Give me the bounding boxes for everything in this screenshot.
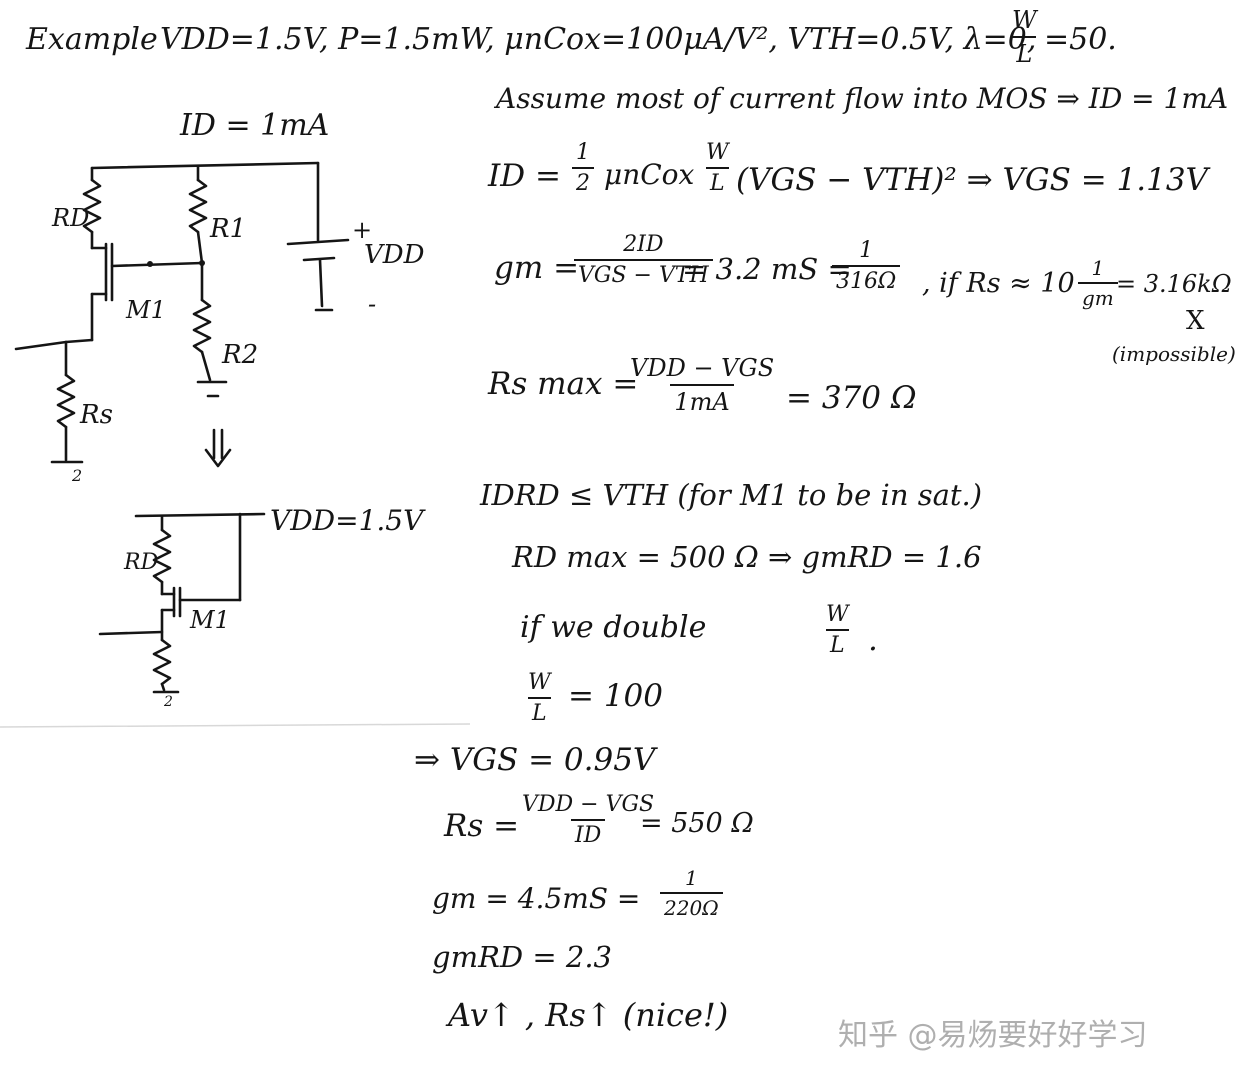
- gm-r-num: 1: [859, 238, 874, 263]
- header-wl-den: L: [1012, 36, 1037, 68]
- c1-rd-label: RD: [52, 204, 90, 232]
- rsmax-den: 1mA: [670, 384, 734, 416]
- header-wl-ratio: W L: [1008, 6, 1041, 68]
- c1-mosfet-m1: [90, 242, 205, 302]
- rsmax-value: = 370 Ω: [786, 380, 917, 416]
- c2-source-resistor: [152, 638, 180, 694]
- rs2-value: = 550 Ω: [640, 808, 754, 839]
- c1-top-rail: [90, 161, 320, 170]
- c2-mosfet-m1: [160, 512, 242, 618]
- c1-rs-resistor: [50, 373, 84, 464]
- id-eq-half-den: 2: [572, 167, 594, 196]
- id-eq-left: ID =: [488, 158, 561, 194]
- idrd-condition: IDRD ≤ VTH (for M1 to be in sat.): [480, 478, 983, 512]
- rsmax-fraction: VDD − VGS 1mA: [626, 354, 778, 416]
- rsmax-num: VDD − VGS: [630, 354, 775, 382]
- wl100-num: W: [528, 670, 551, 695]
- gm-resistance: 1 316Ω: [832, 238, 901, 294]
- rdmax-line: RD max = 500 Ω ⇒ gmRD = 1.6: [512, 540, 982, 574]
- cross-mark: X: [1186, 306, 1205, 336]
- c1-plus-label: +: [352, 216, 373, 244]
- circuit-schematics: [0, 161, 470, 728]
- gmrd-new: gmRD = 2.3: [432, 940, 613, 974]
- gm-den: VGS − VTH: [574, 259, 713, 288]
- gm-if-value: = 3.16kΩ: [1116, 270, 1232, 298]
- wl100-den: L: [528, 697, 551, 726]
- c1-vdd-battery: [286, 161, 350, 312]
- c1-r2-label: R2: [222, 340, 259, 370]
- double-wl-den: L: [826, 629, 849, 658]
- wl100-fraction: W L: [524, 670, 555, 726]
- c1-vdd-label: VDD: [364, 240, 425, 270]
- header-wl-value: =50.: [1044, 22, 1117, 57]
- assume-line: Assume most of current flow into MOS ⇒ I…: [496, 82, 1229, 115]
- c1-r1-resistor: [188, 164, 208, 265]
- example-label: Example: [26, 22, 158, 57]
- rsmax-left: Rs max =: [488, 366, 639, 402]
- id-eq-right: (VGS − VTH)² ⇒ VGS = 1.13V: [736, 162, 1208, 198]
- c2-rd-resistor: [152, 514, 172, 596]
- c2-top-rail: [134, 512, 266, 518]
- circuit-1: [14, 161, 350, 468]
- gm2-left: gm = 4.5mS =: [432, 882, 641, 915]
- c2-rd-label: RD: [124, 550, 159, 575]
- wl100-value: = 100: [568, 678, 663, 714]
- c2-input-node: [98, 608, 164, 642]
- impossible-note: (impossible): [1112, 342, 1236, 366]
- final-conclusion: Av↑ , Rs↑ (nice!): [448, 996, 729, 1034]
- gm-if-fraction: 1 gm: [1078, 256, 1118, 310]
- id-eq-half-num: 1: [576, 140, 590, 165]
- zhihu-watermark: 知乎 @易炀要好好学习: [838, 1018, 1148, 1053]
- c2-ground-label: 2: [164, 694, 173, 710]
- id-eq-wl: W L: [702, 140, 733, 196]
- c1-r1-label: R1: [210, 214, 247, 244]
- rs2-num: VDD − VGS: [522, 792, 655, 817]
- c1-id-label: ID = 1mA: [180, 108, 330, 143]
- id-eq-wl-num: W: [706, 140, 729, 165]
- c1-r2-resistor: [192, 261, 228, 398]
- gm-mid: = 3.2 mS =: [682, 252, 852, 286]
- gm-fraction: 2ID VGS − VTH: [574, 232, 713, 288]
- gm2-num: 1: [685, 866, 698, 890]
- double-wl: W L: [822, 602, 853, 658]
- gm-left: gm =: [494, 250, 580, 286]
- gm-if-num: 1: [1091, 256, 1105, 280]
- c1-minus-label: -: [368, 290, 377, 318]
- c1-m1-label: M1: [126, 296, 166, 324]
- c1-input-node: [14, 338, 94, 377]
- rs2-den: ID: [570, 819, 606, 848]
- gm2-den: 220Ω: [660, 892, 723, 920]
- page-fold-line: [0, 723, 470, 728]
- c1-ground-label: 2: [72, 466, 83, 485]
- header-wl-num: W: [1012, 6, 1037, 34]
- id-eq-mid: μnCox: [604, 158, 695, 191]
- double-wl-num: W: [826, 602, 849, 627]
- id-eq-wl-den: L: [706, 167, 729, 196]
- c1-down-arrow: [204, 428, 232, 468]
- rs2-left: Rs =: [444, 808, 520, 844]
- gm-num: 2ID: [623, 232, 664, 257]
- gm-r-den: 316Ω: [832, 265, 901, 294]
- circuit-2: [98, 512, 266, 694]
- double-dot: .: [868, 622, 878, 658]
- c1-rs-label: Rs: [80, 400, 113, 430]
- double-text: if we double: [520, 610, 707, 645]
- c2-m1-label: M1: [190, 606, 230, 634]
- gm2-fraction: 1 220Ω: [660, 866, 723, 920]
- gm-if-den: gm: [1078, 282, 1118, 310]
- id-eq-half: 1 2: [572, 140, 594, 196]
- gm-if: , if Rs ≈ 10: [922, 268, 1075, 299]
- c1-rd-resistor: [82, 166, 102, 234]
- parameter-list: VDD=1.5V, P=1.5mW, μnCox=100μA/V², VTH=0…: [160, 22, 1037, 57]
- rs2-fraction: VDD − VGS ID: [518, 792, 658, 848]
- vgs-new: ⇒ VGS = 0.95V: [414, 742, 656, 778]
- c2-vdd-label: VDD=1.5V: [270, 504, 424, 537]
